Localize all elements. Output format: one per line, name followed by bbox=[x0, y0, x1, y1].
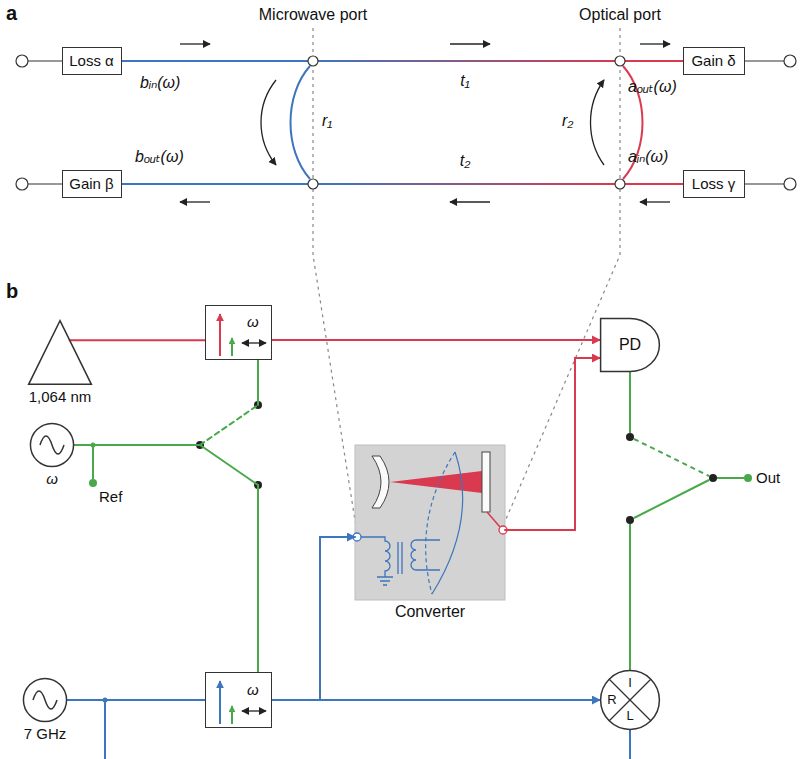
outline bbox=[601, 319, 660, 372]
outline bbox=[30, 423, 73, 466]
signal-line bbox=[70, 340, 205, 341]
line-segment bbox=[505, 529, 575, 531]
line-segment bbox=[257, 360, 259, 405]
signal-name: bᵢₙ(ω) bbox=[140, 74, 180, 92]
line-segment bbox=[67, 699, 205, 701]
line-segment bbox=[575, 357, 600, 359]
node-text: I bbox=[628, 676, 632, 691]
signal-name: Out bbox=[756, 469, 780, 486]
coefficient-label: t₂ bbox=[460, 152, 471, 170]
node-text: 7 GHz bbox=[24, 725, 67, 742]
line-segment bbox=[574, 358, 576, 530]
photodetector: PD bbox=[600, 318, 660, 372]
node-text: Loss γ bbox=[692, 175, 735, 192]
line-segment bbox=[200, 445, 258, 485]
converter-illustration bbox=[353, 445, 507, 600]
line-segment bbox=[272, 699, 600, 701]
coefficient-label: t₁ bbox=[460, 72, 470, 90]
signal-name: Ref bbox=[99, 488, 122, 505]
modulator-box: ω bbox=[205, 672, 272, 728]
node-text: ω bbox=[247, 313, 259, 330]
coefficient-label: r₂ bbox=[562, 112, 573, 130]
port-circles bbox=[16, 55, 796, 190]
line-segment bbox=[257, 485, 259, 672]
triangle-outline bbox=[28, 320, 92, 385]
line-segment bbox=[272, 339, 600, 341]
signal-name: bₒᵤₜ(ω) bbox=[135, 148, 184, 166]
signal-line bbox=[505, 358, 600, 530]
line-segment bbox=[74, 444, 200, 446]
line-segment bbox=[74, 444, 200, 446]
node-text: PD bbox=[619, 336, 641, 354]
panel-letter: a bbox=[6, 2, 17, 25]
node-text: 1,064 nm bbox=[29, 388, 92, 405]
port-heading: Optical port bbox=[579, 6, 661, 24]
signal-line bbox=[272, 700, 600, 701]
node-text: Converter bbox=[395, 603, 465, 621]
node-text: Gain β bbox=[69, 175, 113, 192]
node-text: ω bbox=[46, 470, 58, 487]
signal-name: aᵢₙ(ω) bbox=[628, 148, 668, 166]
line-segment bbox=[70, 339, 205, 341]
laser-source: 1,064 nm bbox=[28, 320, 92, 385]
loss-box: Loss γ bbox=[683, 170, 745, 198]
gain-box: Gain δ bbox=[683, 47, 745, 75]
rf-source: ω bbox=[30, 423, 74, 467]
node-text: Loss α bbox=[69, 52, 114, 69]
node-text: R bbox=[607, 693, 616, 708]
signal-line bbox=[272, 339, 600, 340]
panel-a-wires bbox=[28, 61, 784, 184]
coefficient-label: r₁ bbox=[322, 112, 332, 130]
node-text: Gain δ bbox=[691, 52, 735, 69]
outline bbox=[29, 321, 92, 385]
mixer: IRL bbox=[600, 670, 660, 730]
panel-letter: b bbox=[6, 280, 18, 303]
line-segment bbox=[320, 536, 355, 538]
node-text: ω bbox=[247, 681, 259, 698]
signal-line bbox=[272, 537, 355, 700]
converter-box: Converter bbox=[355, 445, 505, 600]
microwave-source: 7 GHz bbox=[23, 678, 67, 722]
circle-outline bbox=[23, 678, 67, 722]
circle-outline bbox=[30, 423, 74, 467]
signal-line bbox=[74, 445, 258, 672]
direction-arrows bbox=[180, 44, 670, 202]
line-segment bbox=[319, 537, 321, 700]
signal-line bbox=[67, 700, 205, 701]
line-segment bbox=[200, 405, 258, 445]
outline bbox=[601, 671, 660, 730]
modulator-box: ω bbox=[205, 305, 272, 360]
modulator-symbols bbox=[220, 314, 266, 724]
loss-box: Loss α bbox=[62, 47, 122, 75]
node-text: L bbox=[626, 709, 633, 724]
signal-line bbox=[74, 360, 258, 445]
source-symbols bbox=[33, 436, 64, 709]
gain-box: Gain β bbox=[62, 170, 122, 198]
port-heading: Microwave port bbox=[259, 6, 367, 24]
outline bbox=[23, 678, 66, 721]
signal-name: aₒᵤₜ(ω) bbox=[628, 78, 677, 96]
switch-dots bbox=[89, 401, 752, 703]
